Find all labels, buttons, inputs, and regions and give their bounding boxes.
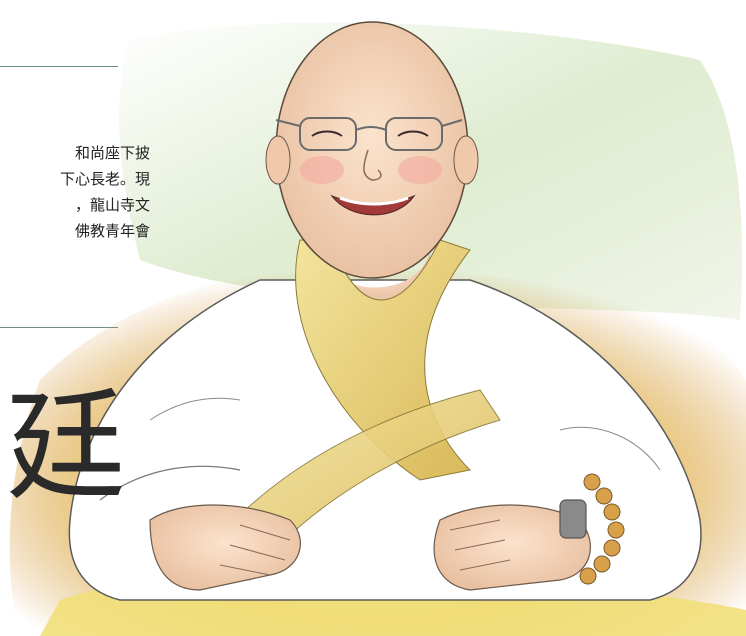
bio-line-4: 佛教青年會 <box>74 222 150 240</box>
bio-line-2: 下心長老。現 <box>59 170 150 188</box>
watch <box>559 499 587 539</box>
headline-fragment: 廷 <box>6 378 126 517</box>
bio-line-1: 和尚座下披 <box>74 144 150 162</box>
prayer-beads-icon <box>579 473 625 585</box>
head <box>275 21 469 279</box>
left-hand <box>149 504 301 591</box>
bio-line-3: ，龍山寺文 <box>74 196 150 214</box>
bio-text: 和尚座下披 下心長老。現 ，龍山寺文 佛教青年會 <box>0 140 150 244</box>
divider-bottom <box>0 327 118 328</box>
right-hand <box>433 504 591 591</box>
divider-top <box>0 66 118 67</box>
glasses <box>275 117 463 151</box>
